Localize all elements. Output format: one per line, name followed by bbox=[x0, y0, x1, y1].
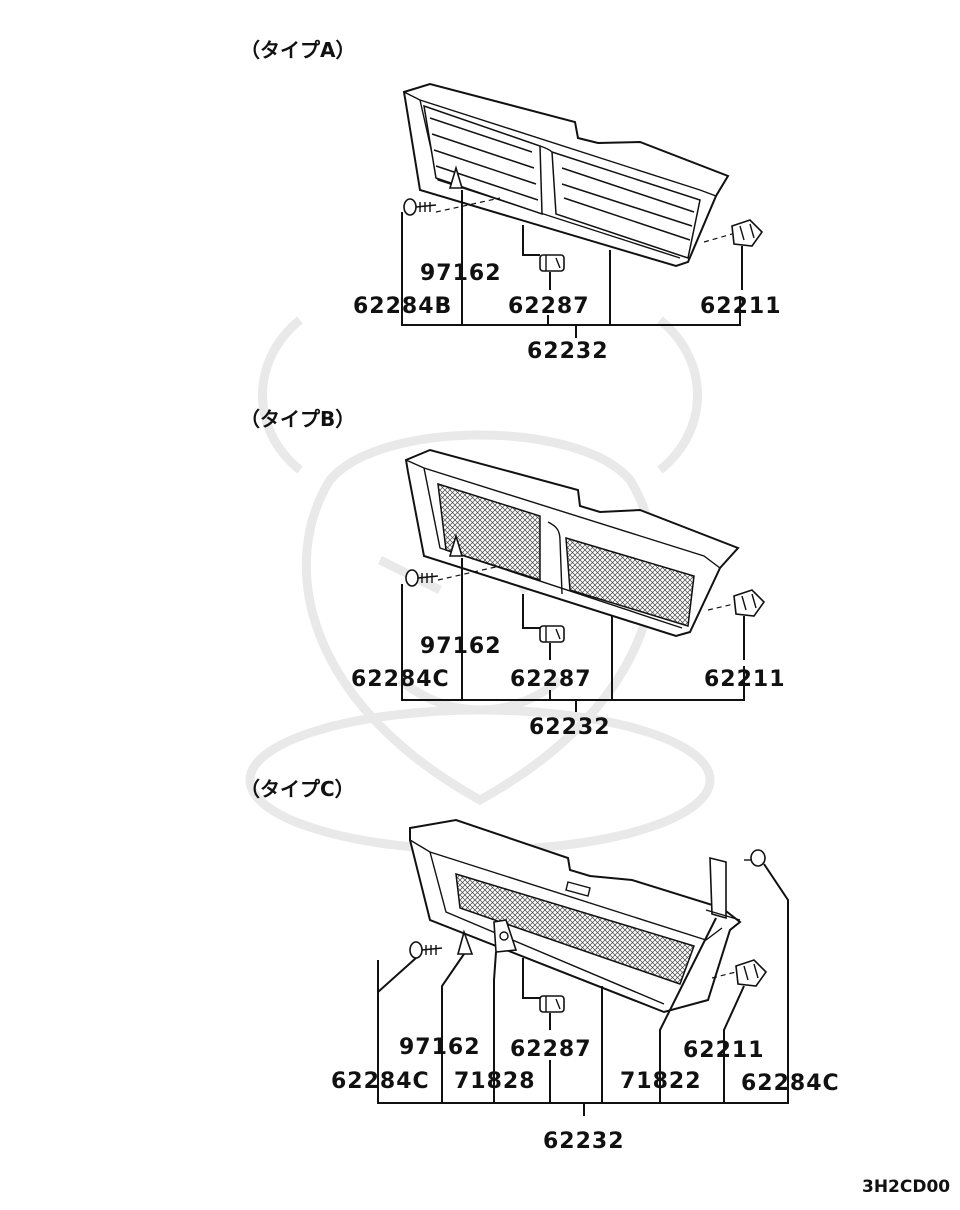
nut-62211 bbox=[733, 589, 766, 617]
label-97162: 97162 bbox=[420, 634, 502, 659]
section-title: （タイプB） bbox=[240, 407, 355, 431]
label-62287: 62287 bbox=[510, 667, 592, 692]
section-type-c: （タイプC） bbox=[240, 777, 840, 1154]
section-type-a: （タイプA） bbox=[240, 38, 782, 364]
label-62287: 62287 bbox=[510, 1037, 592, 1062]
nut-62211 bbox=[735, 959, 768, 987]
label-62284: 62284C bbox=[351, 667, 450, 692]
grille-type-c bbox=[409, 818, 742, 1014]
label-62287: 62287 bbox=[508, 294, 590, 319]
label-62211: 62211 bbox=[700, 294, 782, 319]
label-62232: 62232 bbox=[529, 715, 611, 740]
label-62232: 62232 bbox=[527, 339, 609, 364]
label-97162: 97162 bbox=[420, 261, 502, 286]
section-type-b: （タイプB） bbox=[240, 407, 786, 740]
clip-62287 bbox=[539, 625, 565, 643]
clip-97162 bbox=[448, 165, 464, 189]
label-71828: 71828 bbox=[454, 1069, 536, 1094]
grille-type-a bbox=[402, 82, 730, 268]
section-title: （タイプC） bbox=[240, 777, 355, 801]
label-62211: 62211 bbox=[683, 1038, 765, 1063]
screw-62284 bbox=[405, 569, 439, 587]
label-62211: 62211 bbox=[704, 667, 786, 692]
label-97162: 97162 bbox=[399, 1035, 481, 1060]
clip-71828 bbox=[493, 919, 518, 953]
nut-62211 bbox=[731, 219, 764, 247]
diagram-code: 3H2CD00 bbox=[862, 1177, 950, 1197]
clip-62287 bbox=[539, 995, 565, 1013]
label-62232: 62232 bbox=[543, 1129, 625, 1154]
label-62284: 62284B bbox=[353, 294, 452, 319]
grille-type-b bbox=[404, 448, 740, 638]
label-71822: 71822 bbox=[620, 1069, 702, 1094]
clip-97162 bbox=[456, 929, 474, 955]
screw-62284-right bbox=[744, 849, 766, 867]
clip-97162 bbox=[448, 533, 464, 557]
screw-62284-left bbox=[409, 941, 443, 959]
label-62284-left: 62284C bbox=[331, 1069, 430, 1094]
screw-62284 bbox=[403, 198, 437, 216]
section-title: （タイプA） bbox=[240, 38, 355, 62]
label-62284-right: 62284C bbox=[741, 1071, 840, 1096]
clip-62287 bbox=[539, 254, 565, 272]
